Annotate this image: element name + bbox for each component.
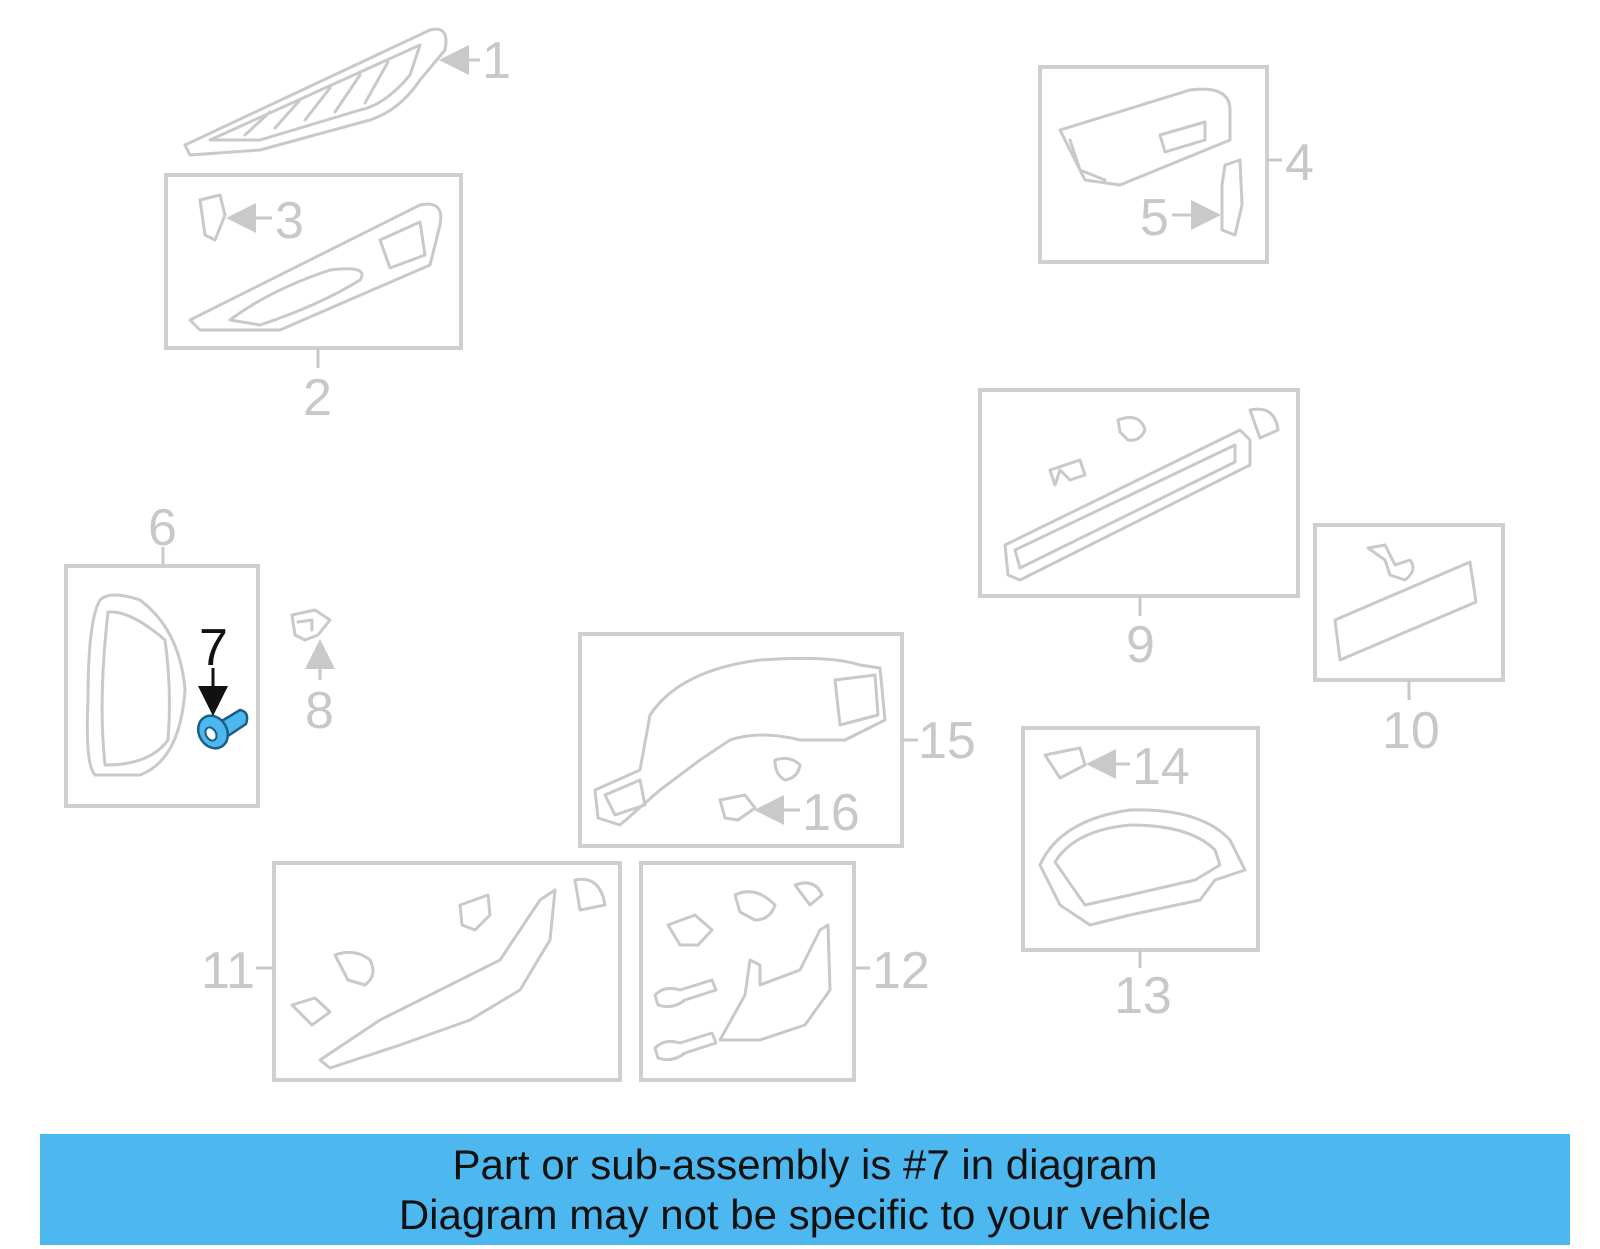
part-11-knee-panel-group[interactable] bbox=[272, 861, 622, 1082]
part-13-cluster-housing-group[interactable] bbox=[1021, 726, 1260, 952]
part-6-side-cover-group[interactable] bbox=[64, 564, 260, 808]
callout-9: 9 bbox=[1126, 616, 1155, 674]
part-9-trim-panel-group[interactable] bbox=[978, 388, 1300, 598]
callout-14: 14 bbox=[1132, 738, 1190, 796]
callout-16: 16 bbox=[802, 784, 860, 842]
callout-5: 5 bbox=[1140, 189, 1169, 247]
callout-7: 7 bbox=[199, 619, 228, 677]
callout-3: 3 bbox=[275, 192, 304, 250]
callout-13: 13 bbox=[1114, 967, 1172, 1025]
part-12-lower-cover-group[interactable] bbox=[639, 861, 856, 1082]
banner-line-1: Part or sub-assembly is #7 in diagram bbox=[452, 1141, 1158, 1188]
banner-line-2: Diagram may not be specific to your vehi… bbox=[398, 1191, 1212, 1238]
part-2-dash-panel-group[interactable] bbox=[164, 173, 463, 350]
part-10-trim-strip-group[interactable] bbox=[1313, 523, 1505, 682]
part-7-bolt-highlighted[interactable] bbox=[192, 708, 249, 754]
part-1-defroster-grille[interactable] bbox=[183, 27, 448, 157]
callout-4: 4 bbox=[1285, 134, 1314, 192]
callout-15: 15 bbox=[918, 712, 976, 770]
callout-1: 1 bbox=[482, 32, 511, 90]
callout-12: 12 bbox=[872, 942, 930, 1000]
callout-2: 2 bbox=[303, 369, 332, 427]
callout-6: 6 bbox=[148, 499, 177, 557]
callout-8: 8 bbox=[305, 682, 334, 740]
part-8-clip[interactable] bbox=[290, 608, 332, 642]
part-4-glove-box-group[interactable] bbox=[1038, 65, 1269, 264]
info-banner: Part or sub-assembly is #7 in diagram Di… bbox=[40, 1134, 1570, 1245]
callout-10: 10 bbox=[1382, 702, 1440, 760]
callout-11: 11 bbox=[201, 942, 255, 1000]
